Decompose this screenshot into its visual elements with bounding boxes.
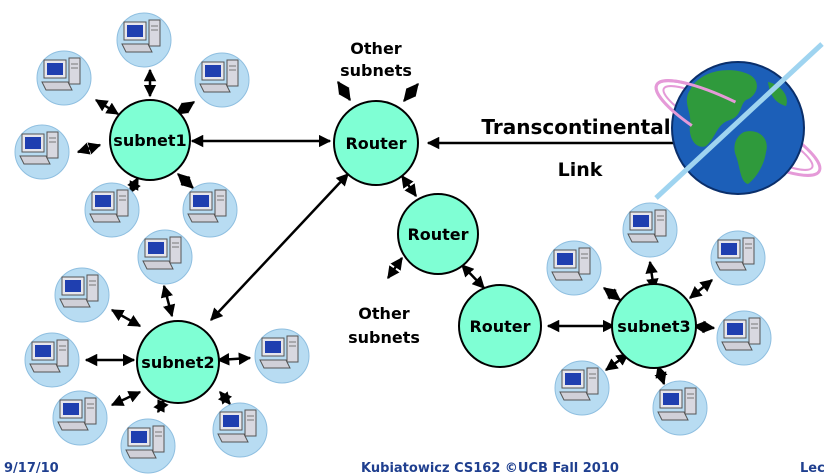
desktop-computer-icon xyxy=(116,12,172,68)
footer-lec: Lec xyxy=(800,461,825,476)
desktop-computer-icon xyxy=(254,328,310,384)
desktop-computer-icon xyxy=(24,332,80,388)
router-low-label: Router xyxy=(469,317,530,336)
desktop-computer-icon xyxy=(84,182,140,238)
desktop-computer-icon xyxy=(554,360,610,416)
subnet1-label: subnet1 xyxy=(113,131,186,150)
subnet3-label: subnet3 xyxy=(617,317,690,336)
desktop-computer-icon xyxy=(54,267,110,323)
desktop-computer-icon xyxy=(14,124,70,180)
desktop-computer-icon xyxy=(546,240,602,296)
transcontinental-label: Transcontinental xyxy=(481,115,670,139)
desktop-computer-icon xyxy=(652,380,708,436)
subnet2-node xyxy=(136,320,220,404)
router-main-node xyxy=(333,100,419,186)
desktop-computer-icon xyxy=(622,202,678,258)
subnet1-node xyxy=(109,99,191,181)
desktop-computer-icon xyxy=(212,402,268,458)
other-subnets-mid-line2: subnets xyxy=(348,328,420,347)
subnet2-label: subnet2 xyxy=(141,353,214,372)
desktop-computer-icon xyxy=(716,310,772,366)
footer-date: 9/17/10 xyxy=(4,461,59,476)
other-subnets-top-line1: Other xyxy=(350,39,401,58)
desktop-computer-icon xyxy=(36,50,92,106)
desktop-computer-icon xyxy=(710,230,766,286)
router-main-label: Router xyxy=(345,134,406,153)
footer-course: Kubiatowicz CS162 ©UCB Fall 2010 xyxy=(361,461,619,476)
desktop-computer-icon xyxy=(52,390,108,446)
network-nodes xyxy=(109,99,697,404)
desktop-computer-icon xyxy=(182,182,238,238)
link-label: Link xyxy=(558,159,603,181)
desktop-computer-icon xyxy=(194,52,250,108)
globe-icon xyxy=(654,42,824,200)
desktop-computer-icon xyxy=(120,418,176,474)
other-subnets-top-line2: subnets xyxy=(340,61,412,80)
other-subnets-mid-line1: Other xyxy=(358,304,409,323)
router-low-node xyxy=(458,284,542,368)
connection-arrows xyxy=(76,68,716,414)
slide-footer: 9/17/10 Kubiatowicz CS162 ©UCB Fall 2010… xyxy=(4,461,825,476)
router-mid-node xyxy=(397,193,479,275)
desktop-computer-icon xyxy=(137,229,193,285)
subnet3-node xyxy=(611,283,697,369)
router-mid-label: Router xyxy=(407,225,468,244)
